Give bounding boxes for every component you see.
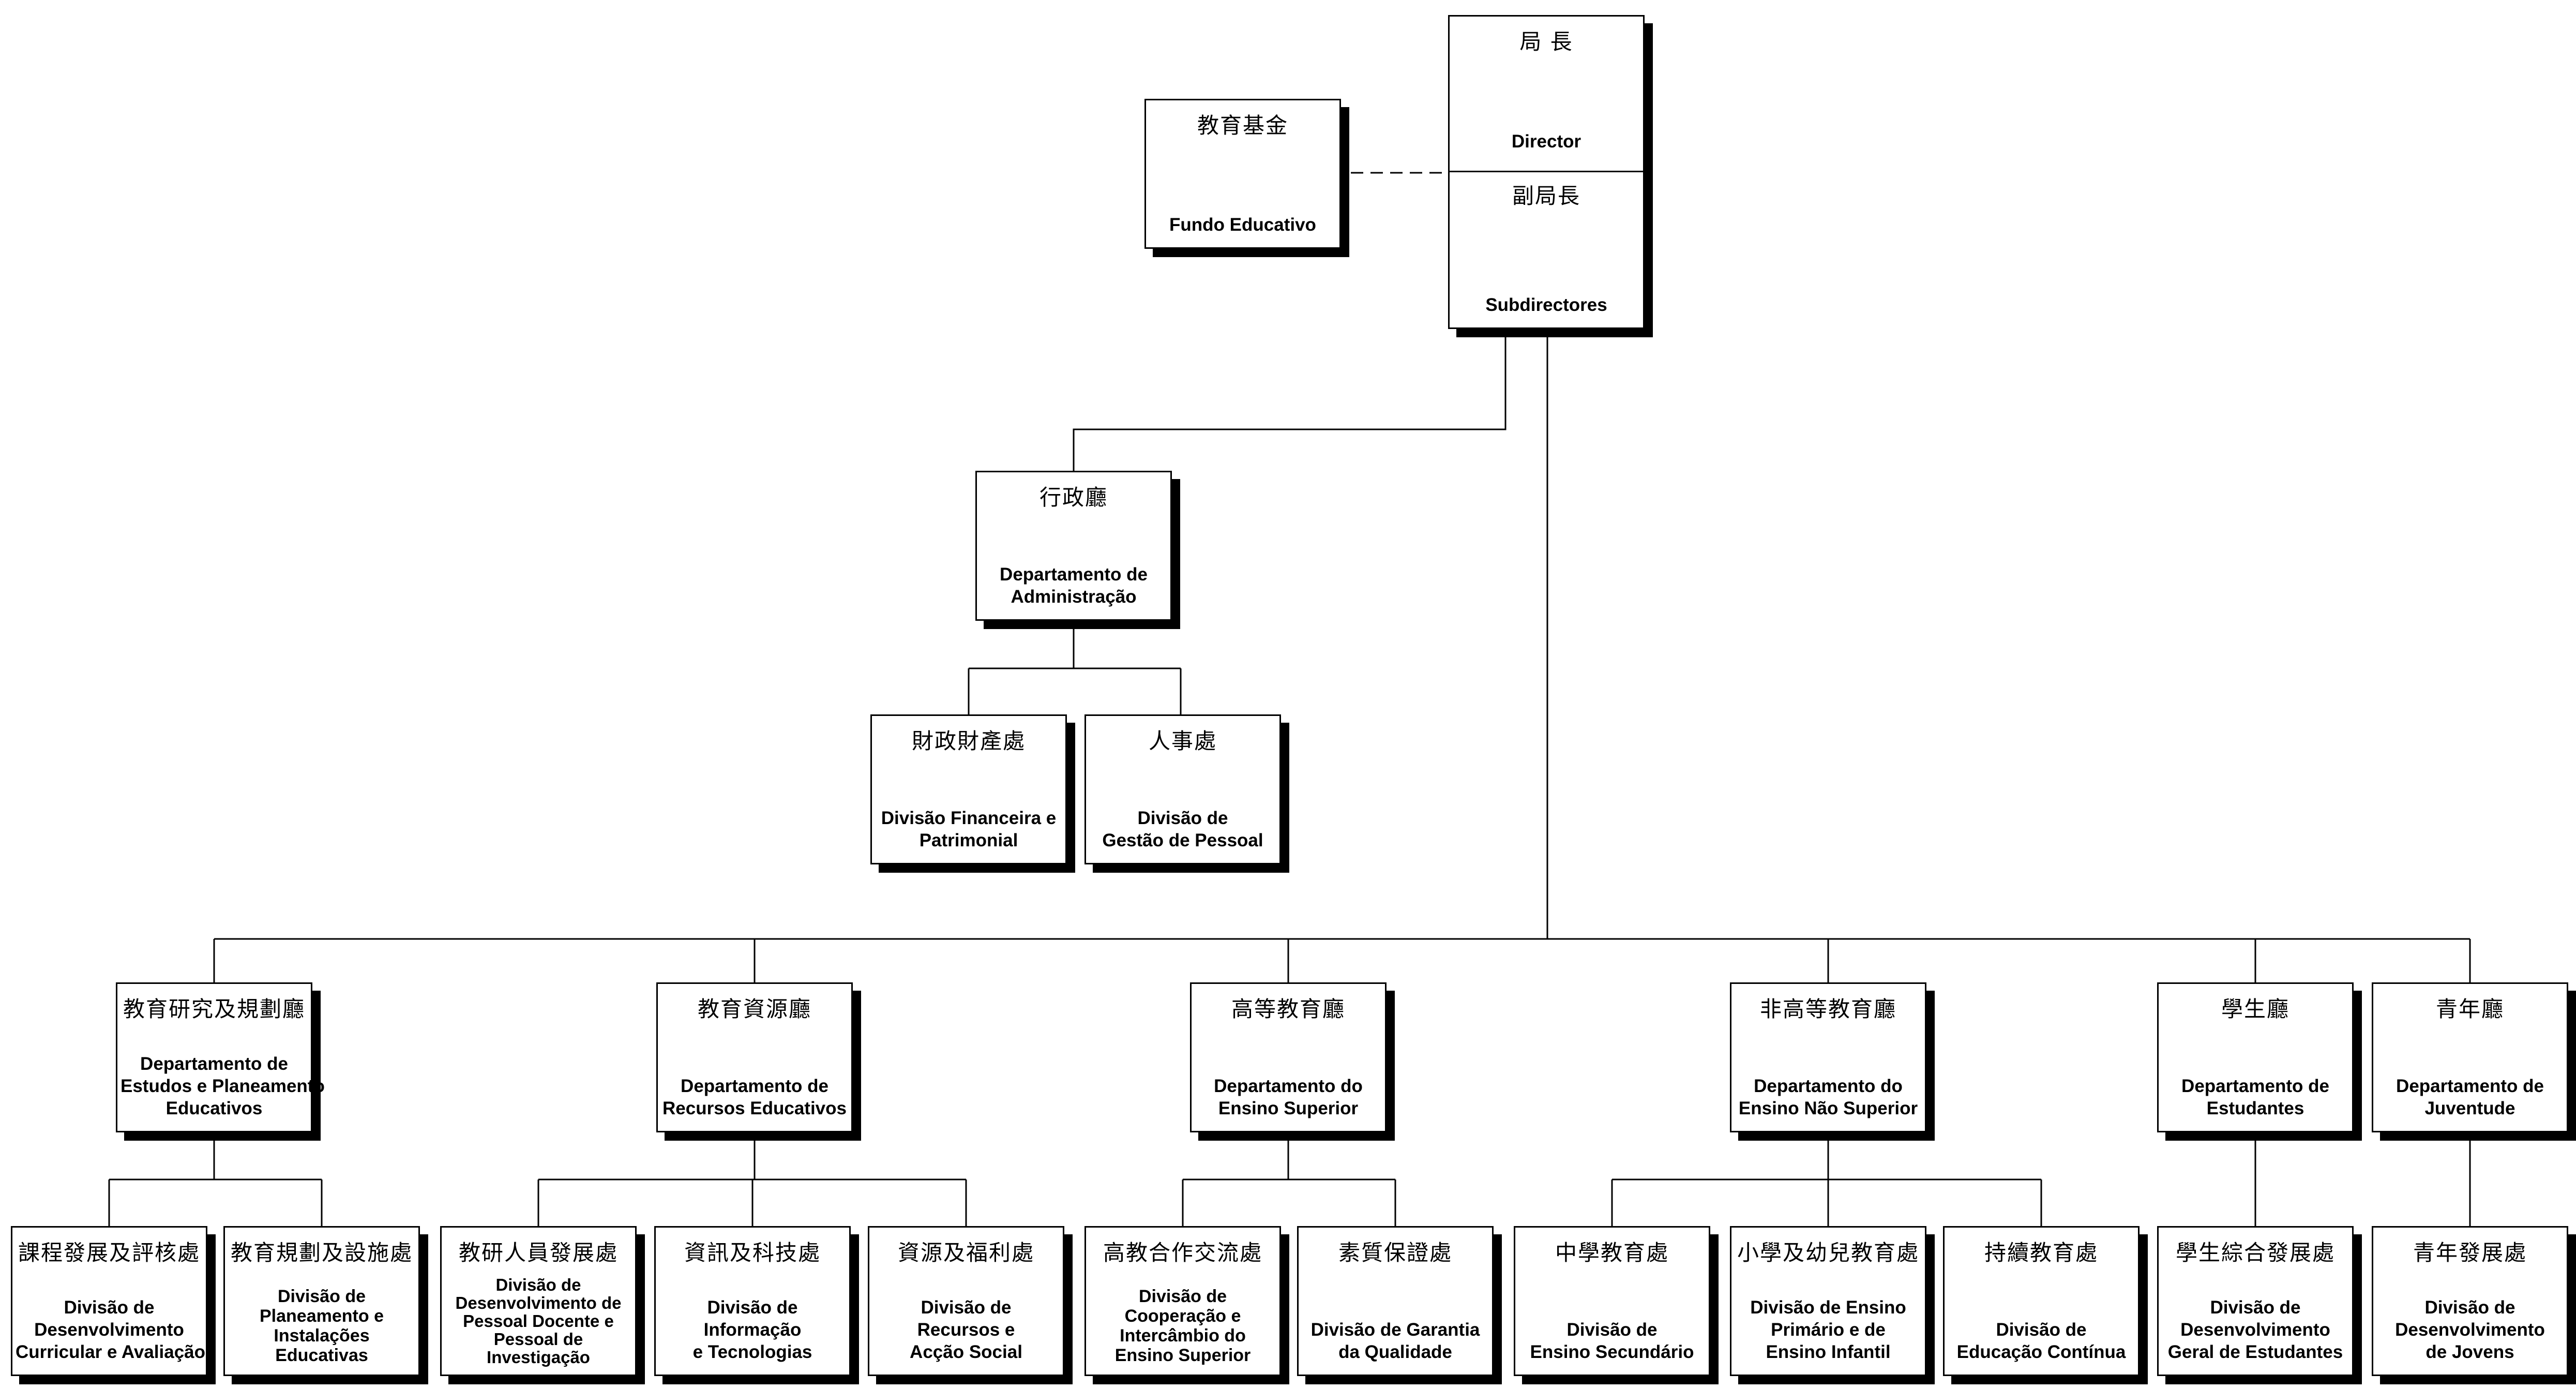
department-box: 學生廳 Departamento de Estudantes — [2157, 982, 2354, 1132]
division-box: 素質保證處 Divisão de Garantia da Qualidade — [1297, 1226, 1494, 1376]
division-cn-label: 教研人員發展處 — [458, 1240, 618, 1265]
division-pt-label: Divisão de Desenvolvimento Curricular e … — [16, 1297, 206, 1362]
division-cn-label: 教育規劃及設施處 — [230, 1240, 413, 1265]
director-pt-label: Director — [1511, 131, 1581, 152]
division-pt-label: Divisão de Garantia da Qualidade — [1310, 1320, 1480, 1362]
director-cn-label: 局 長 — [1519, 29, 1573, 54]
department-pt-label: Departamento de Recursos Educativos — [662, 1076, 847, 1118]
division-pt-label: Divisão de Planeamento e Instalações Edu… — [260, 1287, 384, 1365]
division-cn-label: 課程發展及評核處 — [18, 1240, 200, 1265]
division-cn-label: 中學教育處 — [1555, 1240, 1669, 1265]
admin-department-box: 行政廳 Departamento de Administração — [975, 471, 1172, 621]
division-box: 教育規劃及設施處 Divisão de Planeamento e Instal… — [223, 1226, 420, 1376]
admin-branch-line — [1073, 329, 1507, 471]
department-box: 青年廳 Departamento de Juventude — [2372, 982, 2568, 1132]
department-cn-label: 高等教育廳 — [1231, 996, 1345, 1022]
division-pt-label: Divisão de Ensino Secundário — [1530, 1320, 1694, 1362]
fund-pt-label: Fundo Educativo — [1169, 215, 1316, 235]
division-cn-label: 財政財產處 — [911, 728, 1026, 754]
division-box: 教研人員發展處 Divisão de Desenvolvimento de Pe… — [440, 1226, 637, 1376]
division-cn-label: 青年發展處 — [2413, 1240, 2527, 1265]
department-box: 教育研究及規劃廳 Departamento de Estudos e Plane… — [116, 982, 325, 1132]
department-pt-label: Departamento do Ensino Superior — [1214, 1076, 1363, 1118]
department-cn-label: 學生廳 — [2221, 996, 2289, 1022]
fund-cn-label: 教育基金 — [1197, 113, 1288, 138]
department-pt-label: Departamento de Estudantes — [2181, 1076, 2329, 1118]
deputy-cn-label: 副局長 — [1512, 183, 1580, 208]
department-pt-label: Departamento do Ensino Não Superior — [1738, 1076, 1918, 1118]
division-cn-label: 人事處 — [1148, 728, 1217, 754]
department-pt-label: Departamento de Estudos e Planeamento Ed… — [120, 1054, 325, 1118]
department-cn-label: 非高等教育廳 — [1759, 996, 1896, 1022]
department-cn-label: 教育資源廳 — [697, 996, 811, 1022]
department-cn-label: 教育研究及規劃廳 — [123, 996, 305, 1022]
department-box: 非高等教育廳 Departamento do Ensino Não Superi… — [1730, 982, 1926, 1132]
admin-cn-label: 行政廳 — [1039, 485, 1108, 510]
division-box: 高教合作交流處 Divisão de Cooperação e Intercâm… — [1084, 1226, 1281, 1376]
division-box: 資源及福利處 Divisão de Recursos e Acção Socia… — [868, 1226, 1064, 1376]
division-cn-label: 小學及幼兒教育處 — [1737, 1240, 1919, 1265]
division-box: 人事處 Divisão de Gestão de Pessoal — [1084, 714, 1281, 864]
department-cn-label: 青年廳 — [2435, 996, 2504, 1022]
director-box: 局 長 Director 副局長 Subdirectores — [1448, 15, 1645, 329]
department-box: 高等教育廳 Departamento do Ensino Superior — [1190, 982, 1387, 1132]
division-box: 課程發展及評核處 Divisão de Desenvolvimento Curr… — [11, 1226, 207, 1376]
division-box: 持續教育處 Divisão de Educação Contínua — [1943, 1226, 2140, 1376]
fund-box: 教育基金 Fundo Educativo — [1144, 99, 1341, 249]
division-pt-label: Divisão de Informação e Tecnologias — [692, 1297, 812, 1362]
division-cn-label: 學生綜合發展處 — [2175, 1240, 2335, 1265]
division-box: 青年發展處 Divisão de Desenvolvimento de Jove… — [2372, 1226, 2568, 1376]
division-pt-label: Divisão de Desenvolvimento de Pessoal Do… — [455, 1275, 622, 1367]
division-pt-label: Divisão de Educação Contínua — [1956, 1320, 2126, 1362]
division-box: 學生綜合發展處 Divisão de Desenvolvimento Geral… — [2157, 1226, 2354, 1376]
deputy-pt-label: Subdirectores — [1485, 295, 1607, 315]
division-box: 資訊及科技處 Divisão de Informação e Tecnologi… — [654, 1226, 851, 1376]
division-pt-label: Divisão de Gestão de Pessoal — [1102, 808, 1263, 850]
division-pt-label: Divisão de Ensino Primário e de Ensino I… — [1750, 1297, 1906, 1362]
division-pt-label: Divisão Financeira e Patrimonial — [881, 808, 1057, 850]
division-pt-label: Divisão de Recursos e Acção Social — [910, 1297, 1022, 1362]
division-box: 財政財產處 Divisão Financeira e Patrimonial — [870, 714, 1067, 864]
division-pt-label: Divisão de Desenvolvimento de Jovens — [2395, 1297, 2545, 1362]
division-cn-label: 資源及福利處 — [897, 1240, 1034, 1265]
division-cn-label: 素質保證處 — [1338, 1240, 1452, 1265]
division-pt-label: Divisão de Cooperação e Intercâmbio do E… — [1114, 1287, 1251, 1365]
admin-pt-label: Departamento de Administração — [1000, 564, 1148, 607]
division-box: 小學及幼兒教育處 Divisão de Ensino Primário e de… — [1730, 1226, 1926, 1376]
director-divider — [1450, 171, 1643, 172]
division-box: 中學教育處 Divisão de Ensino Secundário — [1514, 1226, 1710, 1376]
division-cn-label: 持續教育處 — [1984, 1240, 2098, 1265]
division-cn-label: 資訊及科技處 — [684, 1240, 821, 1265]
department-box: 教育資源廳 Departamento de Recursos Educativo… — [656, 982, 853, 1132]
division-cn-label: 高教合作交流處 — [1103, 1240, 1262, 1265]
department-pt-label: Departamento de Juventude — [2396, 1076, 2544, 1118]
division-pt-label: Divisão de Desenvolvimento Geral de Estu… — [2167, 1297, 2343, 1362]
